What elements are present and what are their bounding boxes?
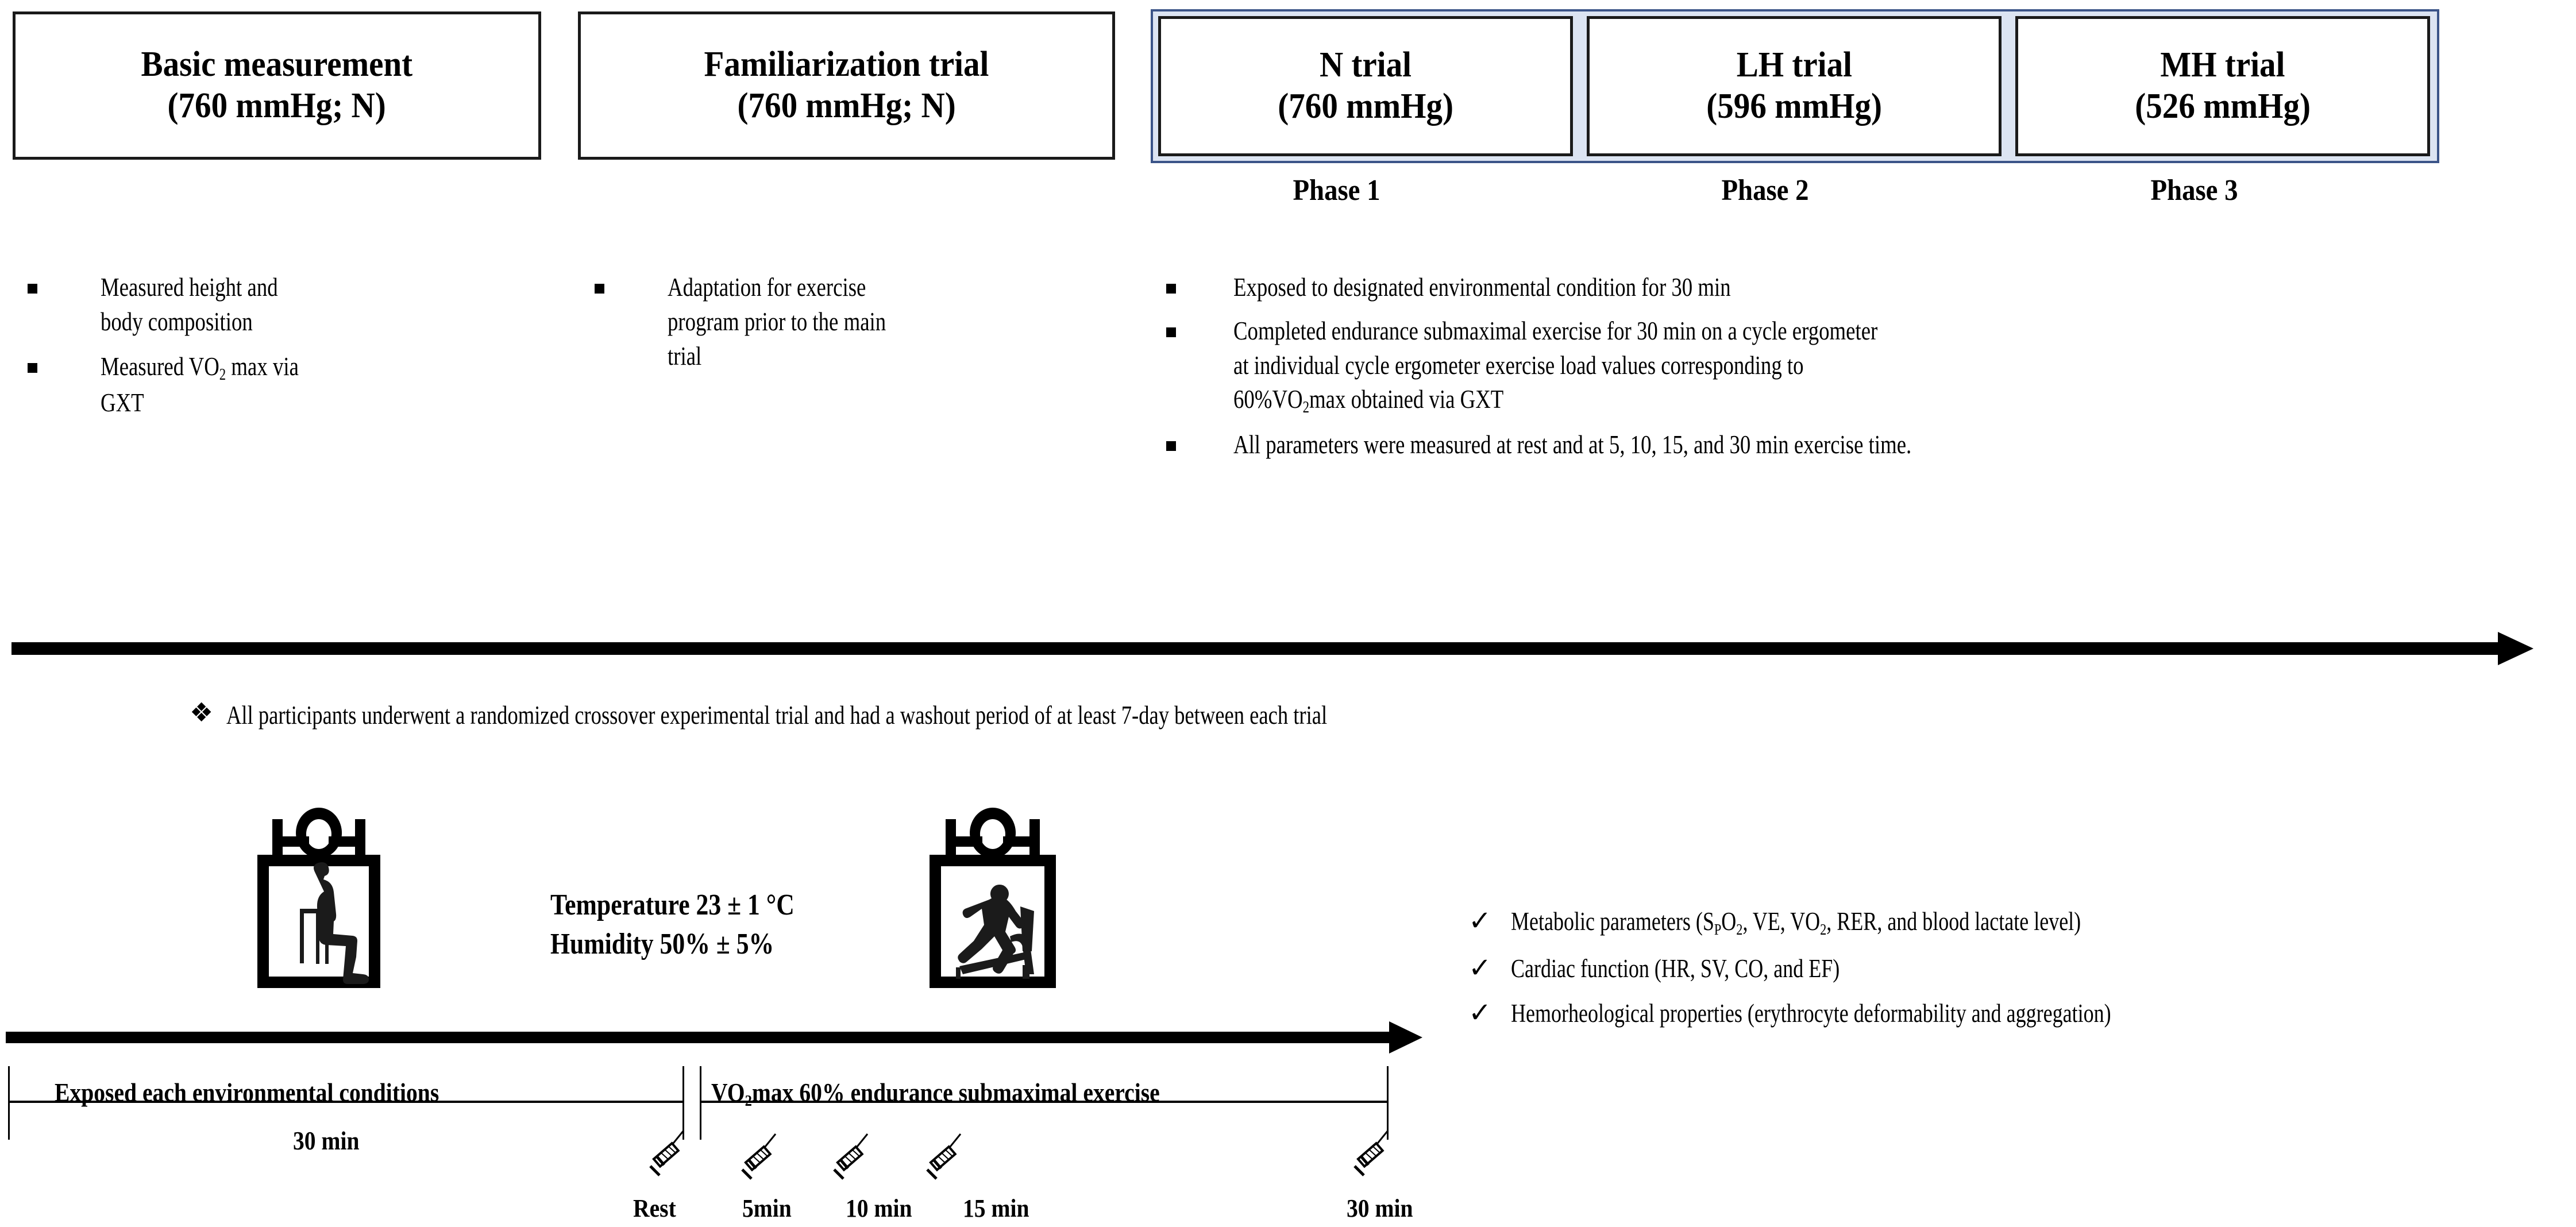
bullet-line: Measured VO2 max via bbox=[101, 351, 299, 384]
phase-box-subtitle: (526 mmHg) bbox=[2135, 87, 2311, 126]
phase-box-lh-trial[interactable]: LH trial (596 mmHg) bbox=[1587, 16, 2002, 156]
timepoint-label-5min: 5min bbox=[742, 1194, 792, 1222]
square-bullet-icon bbox=[28, 284, 37, 294]
timepoint-label-15min: 15 min bbox=[963, 1194, 1029, 1222]
timeline-span-1 bbox=[8, 1101, 684, 1103]
main-progress-arrow-shaft bbox=[11, 642, 2499, 655]
check-icon: ✓ bbox=[1468, 953, 1492, 984]
timeline-arrow-head bbox=[1389, 1021, 1422, 1054]
list-item: Measured height and body composition bbox=[28, 270, 545, 339]
main-progress-arrow-head bbox=[2498, 632, 2533, 665]
bullet-line: Completed endurance submaximal exercise … bbox=[1233, 315, 1878, 345]
timeline-tick-end bbox=[1387, 1066, 1389, 1140]
list-item: ✓ Cardiac function (HR, SV, CO, and EF) bbox=[1468, 955, 2261, 983]
timeline-tick-start bbox=[8, 1066, 10, 1140]
timeline-segment-1-label: Exposed each environmental conditions bbox=[55, 1078, 439, 1107]
list-item: Completed endurance submaximal exercise … bbox=[1166, 314, 2556, 419]
syringe-icon bbox=[734, 1130, 786, 1191]
bullet-line: Exposed to designated environmental cond… bbox=[1233, 272, 1731, 302]
phase-box-mh-trial[interactable]: MH trial (526 mmHg) bbox=[2015, 16, 2430, 156]
syringe-icon bbox=[642, 1127, 694, 1187]
measure-text: Cardiac function (HR, SV, CO, and EF) bbox=[1511, 954, 1840, 983]
timeline-span-2 bbox=[700, 1101, 1388, 1103]
bullet-line: GXT bbox=[101, 387, 144, 417]
syringe-icon bbox=[1347, 1127, 1398, 1187]
measure-text: Metabolic parameters (SPO2, VE, VO2, RER… bbox=[1511, 907, 2081, 939]
phase-box-title: MH trial bbox=[2160, 45, 2285, 85]
phase-box-title: Familiarization trial bbox=[704, 45, 989, 84]
diamond-bullet-icon: ❖ bbox=[190, 698, 214, 727]
list-item: Exposed to designated environmental cond… bbox=[1166, 270, 2556, 304]
timeline-tick-rest bbox=[682, 1066, 684, 1140]
timepoint-label-10min: 10 min bbox=[846, 1194, 912, 1222]
bullet-line: body composition bbox=[101, 306, 253, 336]
timepoint-label-30min: 30 min bbox=[1347, 1194, 1413, 1222]
square-bullet-icon bbox=[595, 284, 604, 294]
measure-text: Hemorheological properties (erythrocyte … bbox=[1511, 998, 2111, 1028]
bullet-column-familiarization: Adaptation for exercise program prior to… bbox=[595, 270, 1123, 375]
timeline-segment-1-duration: 30 min bbox=[293, 1126, 360, 1155]
bullet-line: 60%VO2max obtained via GXT bbox=[1233, 384, 1504, 417]
phase-box-subtitle: (596 mmHg) bbox=[1706, 87, 1882, 126]
environmental-chamber-exercise-icon bbox=[918, 804, 1067, 997]
phase-label-2: Phase 2 bbox=[1721, 174, 1809, 207]
square-bullet-icon bbox=[28, 362, 37, 373]
square-bullet-icon bbox=[1166, 441, 1176, 452]
phase-box-title: LH trial bbox=[1736, 45, 1852, 85]
bullet-column-trial-phase: Exposed to designated environmental cond… bbox=[1166, 270, 2556, 464]
phase-box-familiarization-trial[interactable]: Familiarization trial (760 mmHg; N) bbox=[578, 11, 1115, 160]
phase-box-subtitle: (760 mmHg) bbox=[1278, 87, 1453, 126]
syringe-icon bbox=[919, 1130, 971, 1191]
phase-box-title: N trial bbox=[1320, 45, 1412, 85]
crossover-note-text: All participants underwent a randomized … bbox=[226, 700, 1328, 730]
bullet-line: Measured height and bbox=[101, 272, 278, 302]
phase-box-subtitle: (760 mmHg; N) bbox=[167, 86, 387, 125]
phase-box-basic-measurement[interactable]: Basic measurement (760 mmHg; N) bbox=[13, 11, 541, 160]
timeline-arrow-shaft bbox=[6, 1032, 1390, 1043]
bullet-line: All parameters were measured at rest and… bbox=[1233, 430, 1912, 460]
list-item: Adaptation for exercise program prior to… bbox=[595, 270, 1123, 373]
measures-list: ✓ Metabolic parameters (SPO2, VE, VO2, R… bbox=[1468, 906, 2261, 1044]
syringe-icon bbox=[826, 1130, 878, 1191]
bullet-column-basic-measurement: Measured height and body composition Mea… bbox=[28, 270, 545, 422]
environment-conditions: Temperature 23 ± 1 °C Humidity 50% ± 5% bbox=[550, 886, 841, 963]
phase-box-subtitle: (760 mmHg; N) bbox=[737, 86, 956, 125]
phase-box-n-trial[interactable]: N trial (760 mmHg) bbox=[1158, 16, 1573, 156]
humidity-label: Humidity 50% ± 5% bbox=[550, 927, 774, 960]
list-item: ✓ Hemorheological properties (erythrocyt… bbox=[1468, 997, 2261, 1028]
square-bullet-icon bbox=[1166, 327, 1176, 337]
bullet-line: at individual cycle ergometer exercise l… bbox=[1233, 350, 1804, 380]
timeline-tick-exercise-start bbox=[700, 1066, 701, 1140]
phase-label-1: Phase 1 bbox=[1293, 174, 1380, 207]
list-item: All parameters were measured at rest and… bbox=[1166, 427, 2556, 462]
timepoint-label-rest: Rest bbox=[633, 1194, 676, 1222]
environmental-chamber-seated-icon bbox=[247, 804, 391, 997]
timeline-segment-2-label: VO2max 60% endurance submaximal exercise bbox=[711, 1078, 1160, 1110]
phase-label-3: Phase 3 bbox=[2150, 174, 2238, 207]
check-icon: ✓ bbox=[1468, 997, 1492, 1028]
bullet-line: Adaptation for exercise bbox=[668, 272, 866, 302]
bullet-line: program prior to the main bbox=[668, 306, 886, 336]
bullet-line: trial bbox=[668, 341, 702, 371]
list-item: Measured VO2 max via GXT bbox=[28, 349, 545, 420]
check-icon: ✓ bbox=[1468, 906, 1492, 936]
list-item: ✓ Metabolic parameters (SPO2, VE, VO2, R… bbox=[1468, 906, 2261, 939]
phase-box-title: Basic measurement bbox=[141, 45, 413, 84]
square-bullet-icon bbox=[1166, 284, 1176, 294]
crossover-note: ❖ All participants underwent a randomize… bbox=[190, 700, 1611, 730]
temperature-label: Temperature 23 ± 1 °C bbox=[550, 889, 795, 921]
